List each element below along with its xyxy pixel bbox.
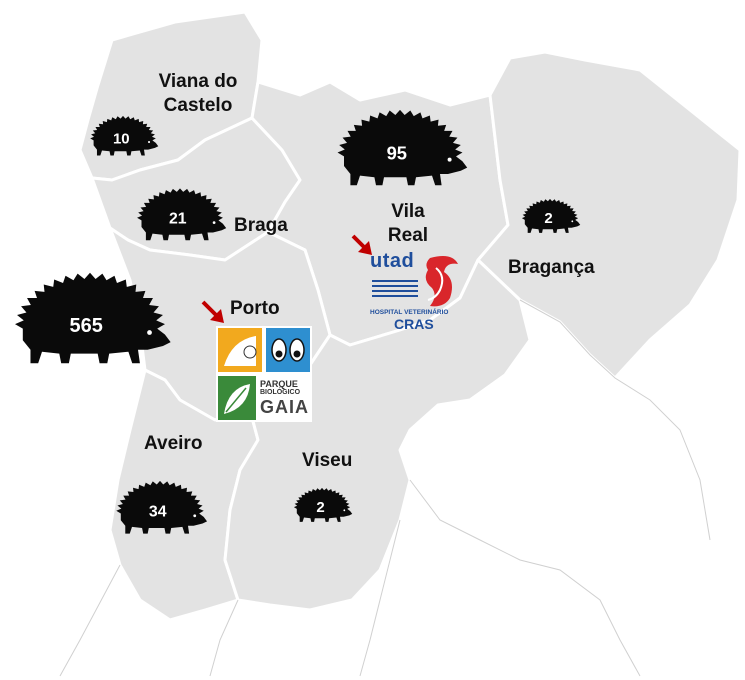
- hedgehog-aveiro-icon: [116, 480, 208, 534]
- gaia-logo-line1: PARQUE: [260, 379, 298, 389]
- hedgehog-vila-real-icon: [337, 109, 468, 186]
- count-viana: 10: [113, 130, 130, 147]
- hedgehog-viana-icon: [90, 115, 159, 156]
- label-porto: Porto: [230, 298, 280, 319]
- hedgehog-braganca-icon: [521, 198, 581, 233]
- count-braga: 21: [169, 210, 187, 227]
- count-braganca: 2: [544, 210, 552, 227]
- hedgehog-viseu-icon: [293, 487, 353, 522]
- label-vila-real: Vila Real: [387, 201, 429, 246]
- count-viseu: 2: [316, 499, 324, 516]
- arrow-vila-real-icon: [351, 234, 372, 255]
- utad-brand-text: utad: [370, 250, 415, 272]
- count-vila-real: 95: [387, 143, 407, 164]
- arrow-porto-icon: [201, 300, 224, 323]
- utad-line2: CRAS: [394, 316, 434, 332]
- gaia-logo-line2: BIOLÓGICO: [260, 389, 301, 396]
- label-aveiro: Aveiro: [144, 433, 203, 454]
- utad-line1: HOSPITAL VETERINÁRIO: [370, 309, 449, 316]
- hedgehog-braga-icon: [137, 188, 227, 241]
- count-porto: 565: [69, 315, 102, 337]
- count-aveiro: 34: [149, 504, 167, 521]
- neighbour-outline: [59, 299, 711, 677]
- utad-cras-mark: [372, 256, 458, 307]
- gaia-logo-line3: GAIA: [260, 397, 309, 417]
- utad-cras-logo: utad HOSPITAL VETERINÁRIO CRAS: [366, 250, 466, 334]
- label-braganca: Bragança: [508, 257, 595, 278]
- hedgehog-porto-icon: [15, 272, 171, 364]
- gaia-logo-mark: [218, 328, 310, 420]
- label-viseu: Viseu: [302, 450, 353, 471]
- region-viseu[interactable]: [223, 258, 532, 612]
- label-viana: Viana do Castelo: [158, 71, 238, 116]
- gaia-logo: PARQUE BIOLÓGICO GAIA: [216, 326, 312, 422]
- label-braga: Braga: [234, 215, 288, 236]
